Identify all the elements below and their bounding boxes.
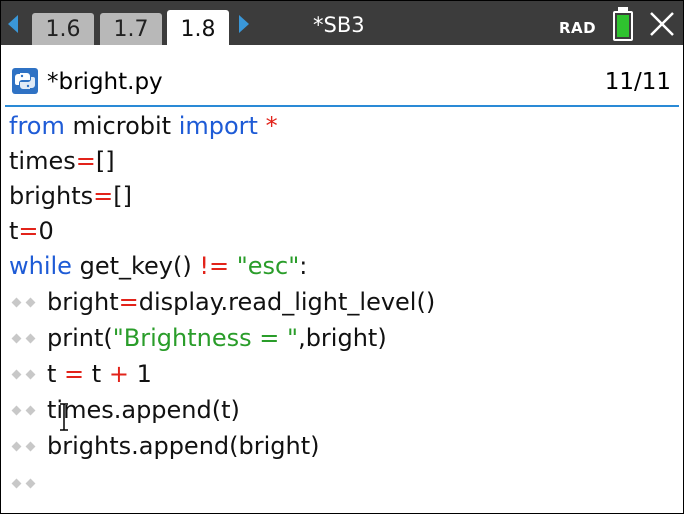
tab-1-8[interactable]: 1.8 bbox=[167, 10, 229, 45]
code-line-5[interactable]: while get_key() != "esc": bbox=[9, 252, 308, 280]
scroll-left-arrow-icon[interactable] bbox=[8, 15, 18, 33]
tab-1-6[interactable]: 1.6 bbox=[32, 13, 94, 45]
code-line-11[interactable] bbox=[9, 466, 47, 500]
code-line-3[interactable]: brights=[] bbox=[9, 182, 132, 210]
code-line-8[interactable]: t = t + 1 bbox=[9, 357, 152, 391]
indent-marker-icon bbox=[9, 329, 47, 349]
close-icon[interactable] bbox=[647, 9, 677, 39]
scroll-right-arrow-icon[interactable] bbox=[239, 15, 249, 33]
document-title: *SB3 bbox=[313, 13, 365, 37]
tab-1-7[interactable]: 1.7 bbox=[100, 13, 162, 45]
code-line-6[interactable]: bright=display.read_light_level() bbox=[9, 285, 435, 319]
code-line-1[interactable]: from microbit import * bbox=[9, 112, 278, 140]
battery-icon bbox=[613, 11, 633, 41]
tab-bar: 1.6 1.7 1.8 *SB3 RAD bbox=[1, 1, 683, 45]
header-divider bbox=[5, 105, 679, 107]
line-counter: 11/11 bbox=[604, 69, 671, 95]
indent-marker-icon bbox=[9, 365, 47, 385]
editor-header: *bright.py 11/11 bbox=[1, 61, 683, 101]
indent-marker-icon bbox=[9, 401, 47, 421]
indent-marker-icon bbox=[9, 474, 47, 494]
angle-mode-indicator: RAD bbox=[559, 19, 597, 37]
indent-marker-icon bbox=[9, 437, 47, 457]
code-line-10[interactable]: brights.append(bright) bbox=[9, 429, 320, 463]
battery-cap bbox=[618, 7, 628, 11]
indent-marker-icon bbox=[9, 293, 47, 313]
editor-filename: *bright.py bbox=[47, 69, 163, 95]
text-cursor-icon bbox=[60, 403, 68, 431]
code-line-7[interactable]: print("Brightness = ",bright) bbox=[9, 321, 387, 355]
code-line-4[interactable]: t=0 bbox=[9, 217, 54, 245]
code-line-2[interactable]: times=[] bbox=[9, 147, 115, 175]
code-line-9[interactable]: times.append(t) bbox=[9, 393, 240, 427]
python-icon bbox=[12, 68, 38, 94]
